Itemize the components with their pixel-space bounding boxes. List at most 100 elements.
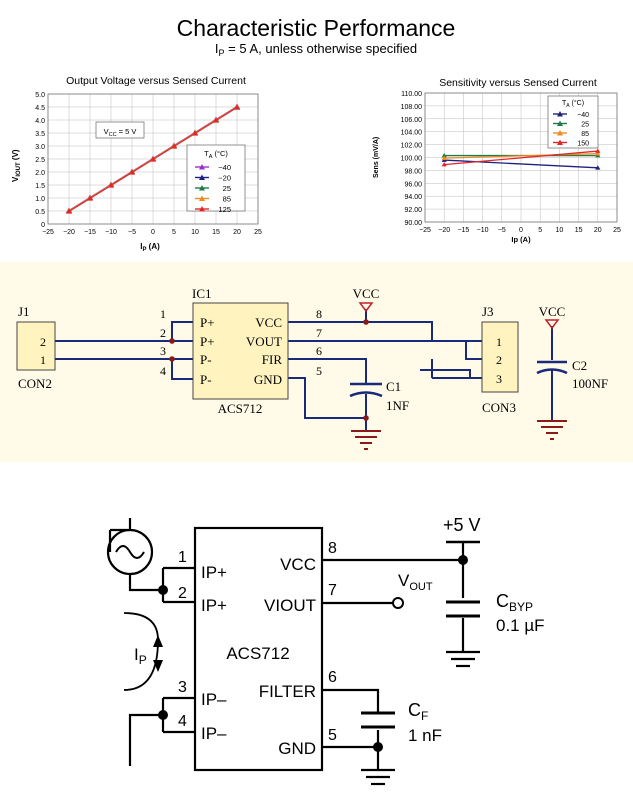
arrow-down-icon: [153, 660, 163, 672]
legend-marker: [557, 111, 563, 117]
pin-num: 7: [328, 582, 337, 599]
x-tick-label: 10: [191, 229, 199, 236]
data-point: [192, 130, 198, 136]
x-tick-label: −20: [438, 227, 450, 234]
legend-marker: [199, 195, 205, 201]
legend-label: −20: [218, 174, 231, 183]
supply-label: +5 V: [443, 515, 481, 535]
ic1-left-pins: 1 2 3 4 P+ P+ P- P-: [160, 307, 215, 387]
y-tick-label: 94.00: [404, 194, 422, 201]
chart1-plot-frame: [47, 93, 259, 225]
ground-symbol: [446, 650, 480, 668]
legend-label: 85: [581, 131, 589, 138]
j1-connector: [16, 321, 56, 371]
legend-label: 85: [223, 195, 231, 204]
vcc2-label: VCC: [539, 304, 566, 319]
x-tick-label: 25: [254, 229, 262, 236]
current-arrow: [123, 612, 159, 691]
j1-value: CON2: [18, 376, 52, 391]
y-tick-label: 104.00: [401, 130, 423, 137]
c2-value: 100NF: [572, 376, 608, 391]
series-line: [444, 150, 598, 166]
pin-name-vcc: VCC: [280, 555, 316, 574]
y-tick-label: 110.00: [401, 91, 422, 98]
data-point: [129, 169, 135, 175]
c2-ref: C2: [572, 358, 587, 373]
ic1-pin-name: P+: [200, 334, 215, 349]
x-tick-label: −15: [457, 227, 469, 234]
j3-value: CON3: [482, 400, 516, 415]
acs712-body: [193, 526, 324, 772]
ic1-pin-name: P-: [200, 372, 212, 387]
data-point: [66, 208, 72, 214]
x-tick-label: 25: [613, 227, 621, 234]
chart1-series: [66, 103, 240, 214]
y-tick-label: 0: [41, 222, 45, 229]
chart1-annotation-box: [95, 121, 145, 139]
c2-capacitor: [536, 360, 568, 375]
schematic1-wires-2: [431, 359, 482, 379]
j3-ref: J3: [482, 304, 494, 319]
pin-name-filter: FILTER: [259, 682, 316, 701]
series-line: [444, 152, 598, 159]
j3-pin-3: 3: [496, 372, 502, 386]
junction: [158, 710, 168, 720]
data-point: [213, 117, 219, 123]
chart-sensitivity: Sensitivity versus Sensed Current 90.009…: [373, 77, 621, 244]
y-tick-label: 2.5: [35, 157, 45, 164]
data-point: [150, 156, 156, 162]
y-tick-label: 106.00: [401, 117, 423, 124]
x-tick-label: −15: [84, 229, 96, 236]
schematic1-background: [0, 262, 633, 462]
pin-name-ip-plus: IP+: [201, 596, 227, 615]
ic1-right-pins: 8 7 6 5 VCC VOUT FIR GND: [246, 307, 322, 387]
ground-symbol: [361, 768, 395, 786]
cf-label: CF: [408, 700, 428, 723]
data-point: [595, 148, 601, 153]
x-tick-label: 20: [594, 227, 602, 234]
legend-marker: [199, 206, 205, 212]
schematic-module: J1 CON2 2 1: [0, 262, 633, 462]
pin-num: 6: [328, 669, 337, 686]
data-point: [441, 152, 447, 158]
x-tick-label: 20: [233, 229, 241, 236]
y-tick-label: 102.00: [401, 143, 423, 150]
chart1-y-ticks: 00.51.01.52.02.53.03.54.04.55.0: [35, 92, 45, 229]
c1-value: 1NF: [386, 398, 409, 413]
ground-symbol: [537, 420, 567, 440]
x-tick-label: 0: [519, 227, 523, 234]
data-point: [234, 104, 240, 110]
chart1-y-axis-label: VIOUT (V): [11, 149, 22, 182]
j1-pin-2: 2: [40, 335, 46, 349]
vcc2-symbol: [544, 319, 560, 330]
acs712-name: ACS712: [226, 644, 289, 663]
y-tick-label: 4.5: [35, 105, 45, 112]
chart1-legend-title: TA (°C): [204, 149, 228, 160]
legend-label: 125: [218, 205, 231, 214]
legend-marker: [199, 164, 205, 170]
ground-symbol: [351, 430, 381, 450]
x-tick-label: −5: [498, 227, 506, 234]
legend-marker: [199, 185, 205, 191]
vcc1-symbol: [358, 302, 374, 313]
legend-label: 25: [581, 122, 589, 129]
ic1-pin-num: 2: [160, 326, 166, 340]
schematic2-wires: [128, 542, 465, 770]
y-tick-label: 3.5: [35, 131, 45, 138]
data-point: [441, 155, 447, 160]
ic1-pin-name: FIR: [262, 352, 283, 367]
chart2-series: [441, 148, 601, 170]
pin-name-ip-plus: IP+: [201, 563, 227, 582]
pin-name-ip-minus: IP–: [201, 724, 227, 743]
junction: [158, 585, 168, 595]
data-point: [595, 165, 601, 170]
data-point: [87, 195, 93, 201]
ic1-value: ACS712: [218, 401, 263, 416]
x-tick-label: 10: [556, 227, 564, 234]
y-tick-label: 90.00: [404, 220, 422, 227]
junction: [169, 356, 175, 362]
data-point: [108, 182, 114, 188]
